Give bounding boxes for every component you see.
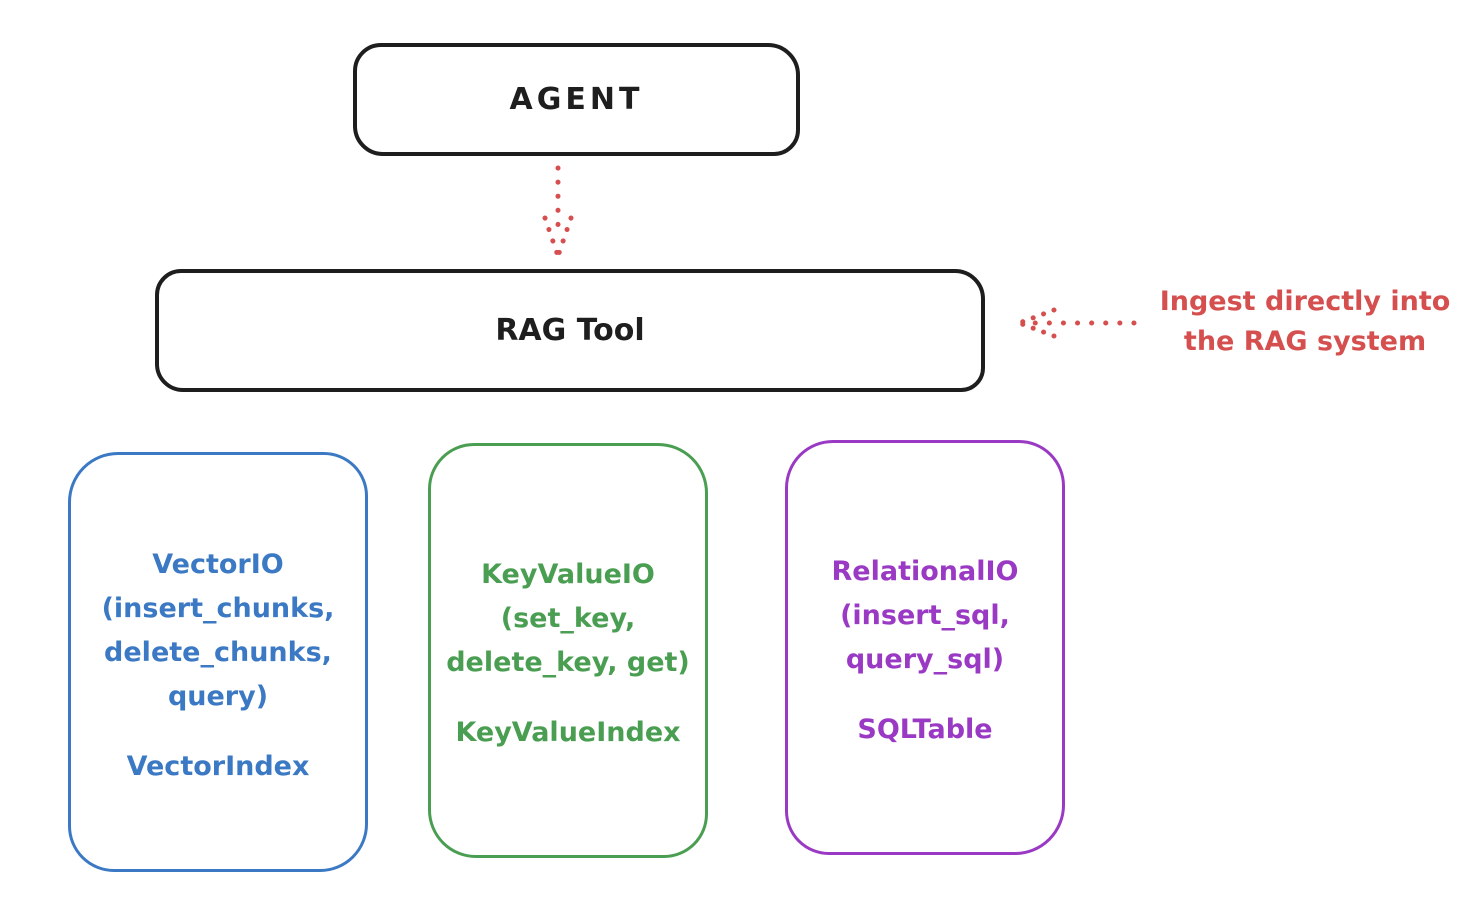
rag-tool-node: RAG Tool [155, 269, 985, 392]
vector-index-label: VectorIndex [126, 750, 310, 782]
store-text-line: query_sql) [845, 644, 1005, 675]
store-text-line: KeyValueIO [481, 559, 655, 590]
vector-io-node: VectorIO (insert_chunks, delete_chunks, … [68, 452, 368, 872]
sql-table-label: SQLTable [857, 714, 993, 745]
relational-io-node: RelationalIO (insert_sql, query_sql) SQL… [785, 440, 1065, 855]
store-text-line: VectorIO [152, 548, 284, 580]
ingest-annotation-line: Ingest directly into [1159, 286, 1451, 317]
key-value-index-label: KeyValueIndex [455, 717, 681, 748]
relational-io-signature: RelationalIO (insert_sql, query_sql) [832, 550, 1019, 682]
vector-io-signature: VectorIO (insert_chunks, delete_chunks, … [102, 543, 335, 719]
left-dotted-arrow-icon [1019, 307, 1137, 339]
agent-node: AGENT [353, 43, 800, 156]
store-text-line: (insert_chunks, [101, 592, 335, 624]
store-text-line: (set_key, [500, 603, 636, 634]
store-text-line: delete_chunks, [104, 636, 332, 668]
ingest-annotation-line: the RAG system [1183, 326, 1427, 357]
store-text-line: delete_key, get) [446, 647, 690, 678]
key-value-io-signature: KeyValueIO (set_key, delete_key, get) [446, 553, 690, 685]
key-value-io-node: KeyValueIO (set_key, delete_key, get) Ke… [428, 443, 708, 858]
store-text-line: (insert_sql, [840, 600, 1010, 631]
ingest-annotation: Ingest directly into the RAG system [1138, 282, 1472, 362]
rag-tool-label: RAG Tool [495, 313, 645, 348]
agent-label: AGENT [509, 82, 644, 117]
store-text-line: query) [167, 680, 269, 712]
down-dotted-arrow-icon [542, 165, 574, 256]
store-text-line: RelationalIO [831, 556, 1019, 587]
